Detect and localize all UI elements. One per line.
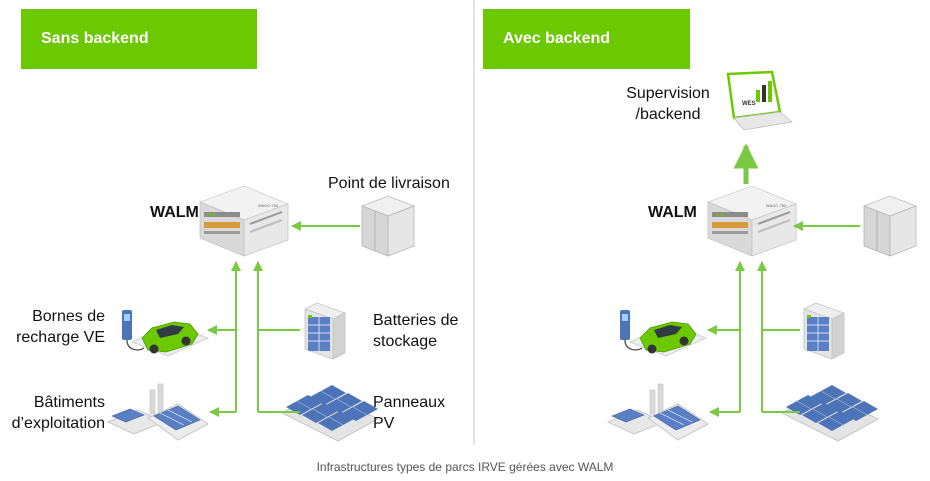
delivery-cabinet-right (863, 195, 917, 257)
walm-label-right: WALM (648, 204, 697, 221)
batteries-label-line2: stockage (373, 333, 438, 350)
header-avec-backend-label: Avec backend (503, 30, 611, 47)
ev-charger-right (619, 309, 707, 357)
ev-chargers-label-line2: recharge VE (16, 329, 105, 346)
buildings-right (607, 383, 709, 441)
laptop-icon (726, 70, 794, 132)
supervision-label-line1: Supervision (626, 85, 710, 102)
walm-device-right (707, 185, 797, 257)
header-sans-backend-label: Sans backend (41, 30, 149, 47)
delivery-point-label: Point de livraison (328, 175, 450, 192)
walm-device-left-label: WAGO 750 (258, 203, 279, 208)
buildings-left (107, 383, 209, 441)
buildings-label-line2: d’exploitation (11, 415, 105, 432)
buildings-label: Bâtiments d’exploitation (0, 392, 105, 434)
battery-right (803, 302, 845, 360)
figure-caption: Infrastructures types de parcs IRVE géré… (316, 460, 614, 474)
walm-device-right-label: WAGO 750 (766, 203, 787, 208)
walm-device-left (199, 185, 289, 257)
batteries-label: Batteries de stockage (373, 310, 458, 352)
delivery-cabinet-left (361, 195, 415, 257)
laptop-screen-badge: WES (742, 101, 756, 107)
ev-chargers-label: Bornes de recharge VE (0, 306, 105, 348)
batteries-label-line1: Batteries de (373, 312, 459, 329)
solar-label-line2: PV (373, 415, 395, 432)
header-sans-backend: Sans backend (21, 9, 257, 69)
arrows-left (207, 221, 360, 417)
supervision-label: Supervision /backend (612, 83, 724, 125)
walm-label-left: WALM (150, 204, 199, 221)
arrows-right (707, 143, 860, 417)
header-avec-backend: Avec backend (483, 9, 690, 69)
solar-label-line1: Panneaux (373, 394, 446, 411)
ev-chargers-label-line1: Bornes de (32, 308, 105, 325)
ev-charger-left (121, 309, 209, 357)
battery-left (304, 302, 346, 360)
solar-label: Panneaux PV (373, 392, 445, 434)
buildings-label-line1: Bâtiments (33, 394, 105, 411)
supervision-label-line2: /backend (635, 106, 701, 123)
